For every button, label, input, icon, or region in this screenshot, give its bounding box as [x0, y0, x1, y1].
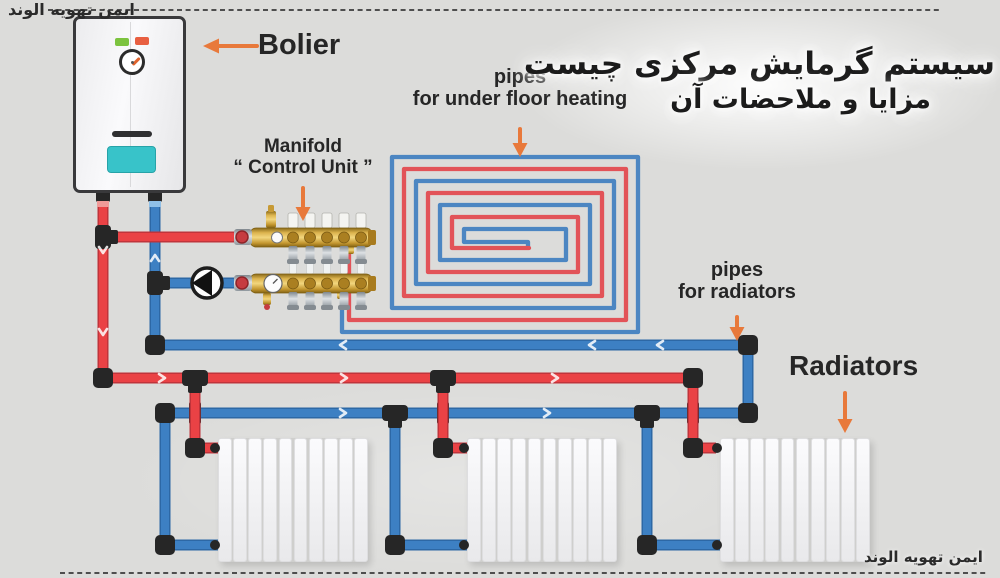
radiator-fin — [248, 438, 262, 562]
radiator-pipes-label-line2: for radiators — [678, 281, 796, 304]
radiator-fin — [542, 438, 557, 562]
manifold-arrow — [295, 186, 311, 221]
radiator-fin — [780, 438, 795, 562]
radiator-fin — [497, 438, 511, 562]
radiator-fin — [810, 438, 825, 562]
flow-direction-chevrons — [97, 245, 665, 419]
radiator-fin — [218, 438, 232, 562]
manifold-label-line1: Manifold — [263, 136, 343, 157]
radiator-fin — [573, 438, 587, 562]
radiator-1 — [218, 438, 369, 562]
boiler-pressure-gauge — [119, 49, 145, 75]
radiator-fin — [308, 438, 323, 562]
dashed-border-lines — [48, 9, 988, 574]
watermark-top: ايمن تهويه الوند — [8, 0, 135, 19]
radiator-fin — [293, 438, 308, 562]
radiator-fin — [278, 438, 293, 562]
gauge-pin — [130, 60, 134, 64]
radiator-2 — [467, 438, 618, 562]
page-title-line2: مزایا و ملاحضات آن — [670, 84, 931, 115]
radiator-fin — [795, 438, 810, 562]
radiator-fin — [720, 438, 734, 562]
radiator-fin — [603, 438, 618, 562]
radiator-fin — [467, 438, 481, 562]
pipe-fittings — [93, 189, 758, 555]
radiator-fin — [354, 438, 369, 562]
radiator-pipes-label: pipes for radiators — [650, 259, 824, 304]
boiler-red-light — [135, 37, 149, 45]
radiator-pipes-label-line1: pipes — [710, 259, 764, 281]
radiator-fin — [263, 438, 278, 562]
radiator-fin — [735, 438, 749, 562]
radiator-fin — [482, 438, 496, 562]
radiator-fin — [750, 438, 764, 562]
page-title: سیستم گرمایش مرکزی چیست مزایا و ملاحضات … — [524, 46, 995, 115]
underfloor-heating-spiral — [339, 154, 641, 335]
boiler-arrow — [203, 38, 259, 54]
radiator-3 — [720, 438, 871, 562]
boiler-label: Bolier — [258, 29, 341, 61]
boiler-seam — [129, 22, 131, 187]
underfloor-arrow — [512, 127, 528, 157]
radiator-fin — [557, 438, 572, 562]
radiator-fin — [339, 438, 353, 562]
radiators-label: Radiators — [789, 350, 919, 381]
manifold-control-unit — [234, 205, 376, 310]
radiator-fin — [527, 438, 542, 562]
radiator-pipes-arrow — [729, 315, 745, 341]
underfloor-pipes-label: pipes for under floor heating — [395, 66, 645, 111]
page-title-line1: سیستم گرمایش مرکزی چیست — [523, 46, 995, 82]
underfloor-label-line2: for under floor heating — [412, 88, 628, 111]
boiler-vent-slot — [112, 131, 152, 137]
boiler-green-light — [115, 38, 129, 46]
underfloor-label-line1: pipes — [493, 66, 547, 88]
radiator-fin — [841, 438, 855, 562]
radiator-fin — [826, 438, 840, 562]
boiler-display — [107, 146, 156, 173]
manifold-label-line2: “ Control Unit ” — [233, 157, 373, 179]
radiator-fin — [588, 438, 602, 562]
boiler — [73, 16, 186, 193]
radiator-fin — [233, 438, 247, 562]
callout-arrows — [203, 38, 853, 433]
radiator-fin — [856, 438, 871, 562]
radiators-arrow — [837, 391, 853, 433]
watermark-bottom: ايمن تهويه الوند — [864, 548, 983, 566]
radiator-fin — [324, 438, 338, 562]
manifold-label: Manifold “ Control Unit ” — [213, 136, 393, 179]
radiator-fin — [765, 438, 780, 562]
radiator-fin — [512, 438, 527, 562]
circulation-pump — [190, 266, 224, 300]
